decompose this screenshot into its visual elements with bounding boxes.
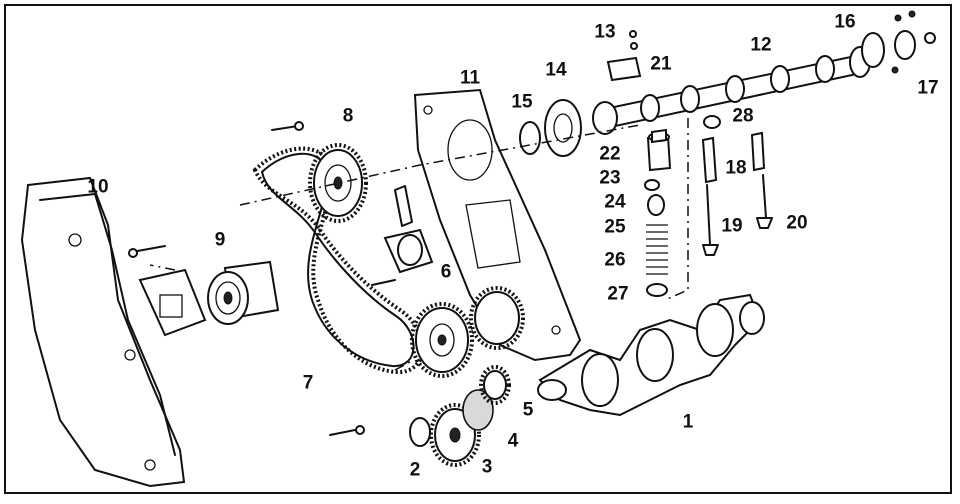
callout-2: 2 xyxy=(409,459,421,481)
callout-17: 17 xyxy=(917,77,939,99)
callout-6: 6 xyxy=(440,261,452,283)
callout-16: 16 xyxy=(834,11,856,33)
callout-26: 26 xyxy=(604,249,626,271)
alignment-lines xyxy=(149,124,641,371)
crankshaft xyxy=(537,293,765,417)
callout-13: 13 xyxy=(594,21,616,43)
valve-train-parts xyxy=(644,115,773,301)
callout-21: 21 xyxy=(650,53,672,75)
callout-24: 24 xyxy=(604,191,626,213)
cam-bearing-parts xyxy=(519,30,642,157)
callout-20: 20 xyxy=(786,212,808,234)
callout-5: 5 xyxy=(522,399,534,421)
callout-23: 23 xyxy=(599,167,621,189)
callout-19: 19 xyxy=(721,215,743,237)
belt-tensioner xyxy=(371,185,434,286)
callout-10: 10 xyxy=(87,176,109,198)
timing-cover-inner xyxy=(413,88,582,362)
callout-1: 1 xyxy=(682,411,694,433)
camshaft-sprocket xyxy=(271,121,368,223)
callout-3: 3 xyxy=(481,456,493,478)
callout-18: 18 xyxy=(725,157,747,179)
diagram-border xyxy=(4,4,952,494)
callout-8: 8 xyxy=(342,105,354,127)
callout-28: 28 xyxy=(732,105,754,127)
callout-14: 14 xyxy=(545,59,567,81)
callout-11: 11 xyxy=(459,67,481,89)
callout-22: 22 xyxy=(599,143,621,165)
camshaft xyxy=(592,46,871,135)
water-pump-assembly xyxy=(128,245,280,337)
callout-7: 7 xyxy=(302,372,314,394)
callout-15: 15 xyxy=(511,91,533,113)
callout-25: 25 xyxy=(604,216,626,238)
camshaft-end-parts xyxy=(861,10,936,74)
callout-9: 9 xyxy=(214,229,226,251)
timing-cover-outer xyxy=(20,176,186,488)
crank-pulley-parts xyxy=(329,365,511,467)
intermediate-gears xyxy=(410,286,525,378)
callout-4: 4 xyxy=(507,430,519,452)
callout-12: 12 xyxy=(750,34,772,56)
callout-27: 27 xyxy=(607,283,629,305)
